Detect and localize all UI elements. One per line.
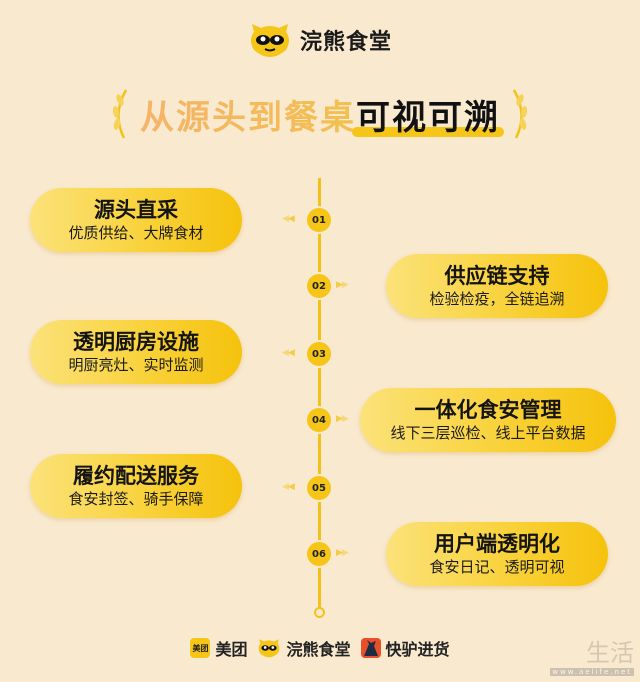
kuailv-label: 快驴进货 (385, 640, 450, 659)
step-node-01: 01 (307, 208, 331, 232)
step-card-02: 供应链支持 检验检疫，全链追溯 (386, 254, 608, 318)
step-title: 源头直采 (94, 198, 178, 222)
step-card-01: 源头直采 优质供给、大牌食材 (30, 188, 242, 252)
arrow-left-icon: ◀◀ (282, 348, 295, 358)
laurel-right-icon (512, 89, 528, 139)
footer-raccoon: 浣熊食堂 (257, 636, 351, 660)
step-subtitle: 检验检疫，全链追溯 (429, 290, 565, 308)
timeline-end-dot (314, 607, 325, 618)
step-card-04: 一体化食安管理 线下三层巡检、线上平台数据 (360, 388, 616, 452)
raccoon-icon (259, 639, 280, 658)
step-card-05: 履约配送服务 食安封签、骑手保障 (30, 454, 242, 518)
arrow-left-icon: ◀◀ (282, 214, 295, 224)
step-title: 供应链支持 (444, 264, 550, 288)
headline-part-a: 从源头到餐桌 (140, 90, 356, 139)
step-node-05: 05 (307, 476, 331, 500)
watermark-url: www.aelife.net (550, 668, 634, 676)
step-subtitle: 明厨亮灶、实时监测 (68, 356, 204, 374)
raccoon-icon (250, 24, 289, 57)
timeline-line (318, 178, 321, 610)
laurel-left-icon (112, 89, 128, 139)
step-node-02: 02 (307, 274, 331, 298)
step-node-06: 06 (307, 542, 331, 566)
step-title: 履约配送服务 (73, 464, 199, 488)
step-subtitle: 线下三层巡检、线上平台数据 (390, 424, 586, 442)
arrow-right-icon: ▶▶ (336, 280, 349, 290)
step-card-03: 透明厨房设施 明厨亮灶、实时监测 (30, 320, 242, 384)
meituan-label: 美团 (215, 640, 248, 659)
watermark: 生活 www.aelife.net (550, 633, 634, 676)
arrow-right-icon: ▶▶ (336, 414, 349, 424)
step-title: 用户端透明化 (434, 532, 560, 556)
step-subtitle: 食安日记、透明可视 (429, 558, 565, 576)
step-subtitle: 食安封签、骑手保障 (68, 490, 204, 508)
brand-header: 浣熊食堂 (0, 22, 640, 58)
step-subtitle: 优质供给、大牌食材 (68, 224, 204, 242)
step-title: 透明厨房设施 (73, 330, 199, 354)
step-node-03: 03 (307, 342, 331, 366)
arrow-right-icon: ▶▶ (336, 548, 349, 558)
footer-kuailv: 快驴进货 (360, 636, 450, 660)
brand-name: 浣熊食堂 (299, 30, 392, 55)
arrow-left-icon: ◀◀ (282, 482, 295, 492)
raccoon-label: 浣熊食堂 (286, 640, 351, 659)
headline-underline (352, 126, 504, 137)
footer-brands: 美团 美团 浣熊食堂 快驴进货 (0, 636, 640, 660)
meituan-logo-icon: 美团 (190, 638, 211, 658)
footer-meituan: 美团 美团 (190, 636, 247, 660)
step-card-06: 用户端透明化 食安日记、透明可视 (386, 522, 608, 586)
headline: 从源头到餐桌 可视可溯 (0, 86, 640, 142)
step-title: 一体化食安管理 (414, 398, 562, 422)
donkey-logo-icon (360, 638, 381, 658)
watermark-text: 生活 (586, 639, 634, 667)
step-node-04: 04 (307, 408, 331, 432)
headline-part-b: 可视可溯 (356, 97, 500, 138)
